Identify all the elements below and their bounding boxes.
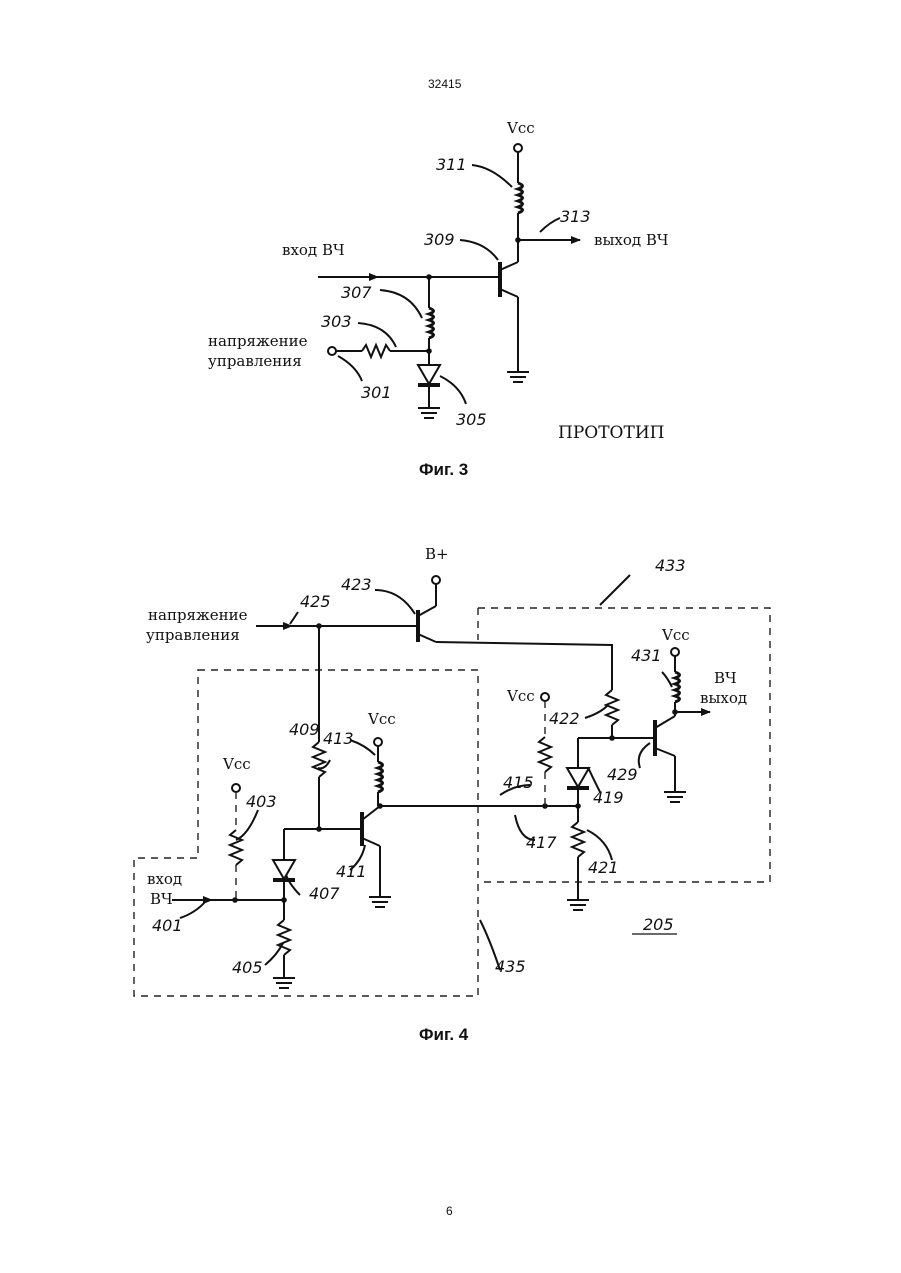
inductor-431 (675, 672, 680, 702)
ref-435: 435 (495, 957, 526, 976)
ground-symbol (273, 978, 295, 988)
ref-429: 429 (607, 765, 638, 784)
vcc-label: Vcc (506, 687, 535, 705)
rf-input-label-line1: вход (147, 870, 182, 888)
ground-symbol (369, 897, 391, 907)
ref-413: 413 (323, 729, 354, 748)
diode-419 (567, 768, 589, 787)
figure-4: B+ 423 425 напряжение управления 433 Vcc… (134, 545, 770, 996)
resistor-303 (362, 345, 390, 357)
ground-symbol (567, 900, 589, 910)
ref-313: 313 (560, 207, 591, 226)
b-plus-label: B+ (425, 545, 449, 563)
inductor-311 (518, 183, 523, 213)
ref-401: 401 (152, 916, 183, 935)
inductor-413 (378, 762, 383, 792)
figure-3-caption: Фиг. 3 (419, 460, 468, 480)
prototype-label: ПРОТОТИП (558, 423, 664, 443)
control-label-line1: напряжение (208, 332, 308, 350)
ref-409: 409 (289, 720, 320, 739)
diode-305 (418, 365, 440, 384)
ref-407: 407 (309, 884, 340, 903)
figure-3: Vcc 311 313 выход ВЧ вход ВЧ 309 307 303… (208, 119, 669, 443)
ref-425: 425 (300, 592, 331, 611)
vcc-terminal-403 (232, 784, 240, 792)
resistor-422 (606, 690, 618, 725)
rf-output-label: выход ВЧ (594, 231, 669, 249)
control-label-line2: управления (146, 626, 240, 644)
ref-415: 415 (503, 773, 534, 792)
control-label-line2: управления (208, 352, 302, 370)
page-number: 6 (446, 1204, 453, 1218)
ref-431: 431 (631, 646, 662, 665)
vcc-terminal-413 (374, 738, 382, 746)
resistor-403 (230, 830, 242, 865)
ref-421: 421 (588, 858, 619, 877)
ref-309: 309 (424, 230, 455, 249)
ref-411: 411 (336, 862, 367, 881)
ref-417: 417 (526, 833, 557, 852)
resistor-415 (539, 737, 551, 772)
ground-symbol (507, 372, 529, 382)
vcc-label: Vcc (661, 626, 690, 644)
vcc-terminal-415 (541, 693, 549, 701)
vcc-terminal-311 (514, 144, 522, 152)
ref-405: 405 (232, 958, 263, 977)
inductor-307 (429, 308, 434, 338)
vcc-label: Vcc (222, 755, 251, 773)
vcc-label: Vcc (506, 119, 535, 137)
ground-symbol (418, 408, 440, 418)
figure-4-caption: Фиг. 4 (419, 1025, 468, 1045)
ref-311: 311 (436, 155, 467, 174)
ref-423: 423 (341, 575, 372, 594)
vcc-label: Vcc (367, 710, 396, 728)
rf-output-label-line1: ВЧ (714, 669, 737, 687)
resistor-421 (572, 822, 584, 857)
control-label-line1: напряжение (148, 606, 248, 624)
control-terminal-301 (328, 347, 336, 355)
diode-407 (273, 860, 295, 879)
rf-input-label-line2: ВЧ (150, 890, 173, 908)
ref-307: 307 (341, 283, 372, 302)
ref-403: 403 (246, 792, 277, 811)
b-plus-terminal (432, 576, 440, 584)
rf-input-label: вход ВЧ (282, 241, 345, 259)
block-205-label: 205 (643, 915, 674, 934)
rf-output-label-line2: выход (700, 689, 747, 707)
ground-symbol (664, 792, 686, 802)
ref-303: 303 (321, 312, 352, 331)
ref-305: 305 (456, 410, 487, 429)
ref-422: 422 (549, 709, 580, 728)
ref-301: 301 (361, 383, 392, 402)
block-435-boundary (134, 670, 478, 996)
ref-419: 419 (593, 788, 624, 807)
ref-433: 433 (655, 556, 686, 575)
vcc-terminal-431 (671, 648, 679, 656)
block-433-boundary (478, 608, 770, 882)
